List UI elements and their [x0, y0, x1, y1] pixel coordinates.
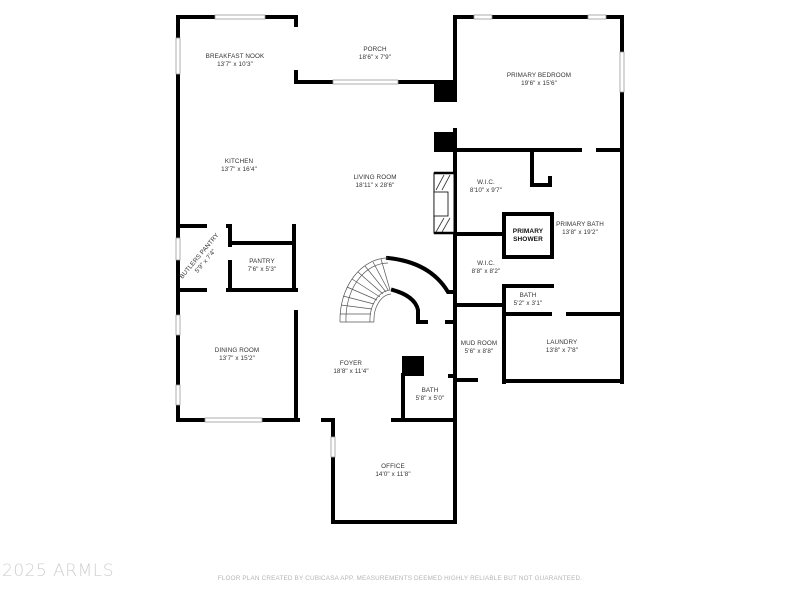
room-primary-bedroom: PRIMARY BEDROOM 19'6" x 15'6"	[506, 72, 572, 87]
room-foyer: FOYER 18'8" x 11'4"	[333, 360, 369, 375]
room-pantry: PANTRY 7'6" x 5'3"	[247, 258, 277, 273]
room-wic-lower: W.I.C. 8'8" x 8'2"	[471, 260, 501, 275]
room-primary-shower: PRIMARY SHOWER	[512, 228, 544, 243]
copyright-watermark: 2025 ARMLS	[2, 561, 115, 581]
room-mud-room: MUD ROOM 5'6" x 8'8"	[460, 340, 498, 355]
staircase-icon	[339, 257, 392, 323]
walls	[176, 15, 624, 524]
room-porch: PORCH 18'6" x 7'9"	[358, 46, 392, 61]
disclaimer-text: FLOOR PLAN CREATED BY CUBICASA APP. MEAS…	[217, 575, 583, 582]
windows	[175, 14, 625, 458]
fireplace-icon	[433, 171, 455, 235]
columns	[402, 82, 454, 376]
room-bath-powder: BATH 5'8" x 5'0"	[415, 387, 445, 402]
room-wic-upper: W.I.C. 8'10" x 9'7"	[469, 179, 503, 194]
room-primary-bath: PRIMARY BATH 13'8" x 19'2"	[556, 221, 604, 236]
room-breakfast-nook: BREAKFAST NOOK 13'7" x 10'3"	[205, 53, 265, 68]
room-kitchen: KITCHEN 13'7" x 16'4"	[221, 158, 257, 173]
room-laundry: LAUNDRY 13'8" x 7'8"	[545, 339, 579, 354]
room-dining-room: DINING ROOM 13'7" x 15'2"	[214, 347, 260, 362]
room-bath-small: BATH 5'2" x 3'1"	[513, 292, 543, 307]
room-office: OFFICE 14'0" x 11'8"	[375, 463, 411, 478]
room-living-room: LIVING ROOM 18'11" x 28'6"	[353, 174, 397, 189]
